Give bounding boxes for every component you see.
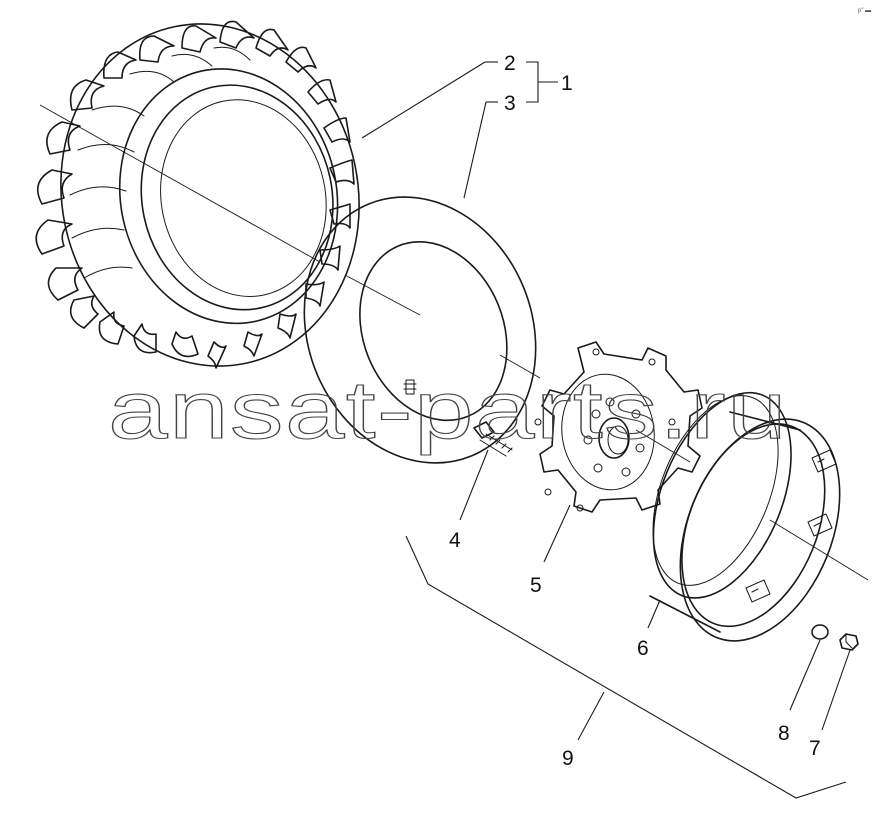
nut — [839, 633, 859, 651]
tyre-tread — [35, 20, 355, 369]
callout-labels: 2 3 1 4 5 6 8 7 9 — [449, 52, 821, 770]
corner-mark: p" ▬ — [858, 8, 871, 14]
callout-6: 6 — [637, 637, 649, 660]
callout-8: 8 — [778, 722, 790, 745]
callout-1: 1 — [561, 72, 573, 95]
tyre — [35, 20, 360, 369]
rim-clips — [745, 449, 837, 603]
callout-3: 3 — [504, 92, 516, 115]
bolt — [473, 421, 513, 457]
watermark: ansat-parts.ru — [108, 365, 788, 456]
inner-tube — [303, 196, 537, 464]
callout-5: 5 — [530, 574, 542, 597]
callout-2: 2 — [504, 52, 516, 75]
rim — [649, 391, 841, 642]
disc-bolt-holes — [583, 397, 645, 477]
tube-valve — [403, 379, 417, 395]
centre-axis — [39, 104, 869, 581]
wheel-disc — [534, 341, 703, 513]
callout-9: 9 — [562, 747, 574, 770]
callout-4: 4 — [449, 529, 461, 552]
callout-7: 7 — [809, 737, 821, 760]
leader-lines — [361, 61, 851, 799]
tyre-tread-bars — [69, 46, 251, 279]
washer — [811, 624, 829, 640]
